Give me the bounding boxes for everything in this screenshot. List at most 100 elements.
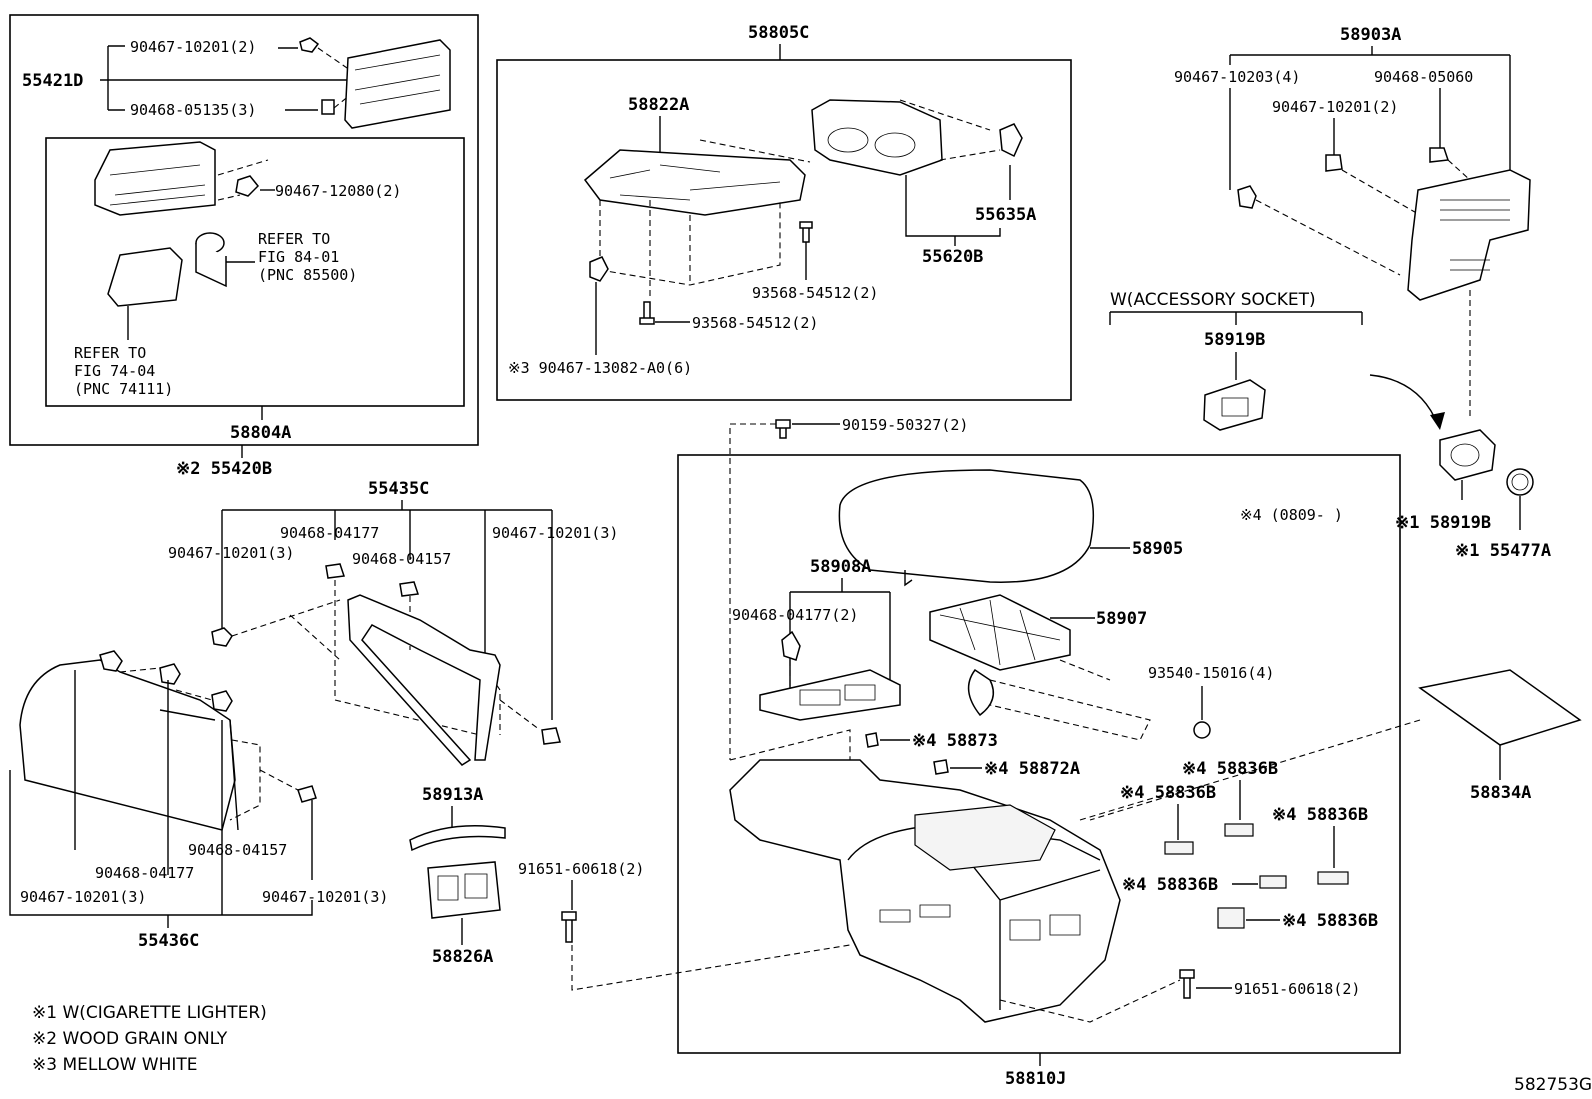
label-90468-04177-b: 90468-04177 [95,864,194,882]
label-93568-54512-b: 93568-54512(2) [692,314,818,332]
cup-holder-55620B [811,99,943,176]
label-refer-fig84-2: FIG 84-01 [258,248,339,266]
label-93540-15016-4: 93540-15016(4) [1148,664,1274,682]
clip-90467-10201-3-b [541,727,561,745]
label-91651-60618-a: 91651-60618(2) [518,860,644,878]
console-body-58810J [729,759,1121,1023]
clip-90467-10201-3-a [211,627,233,647]
label-refer-fig74-3: (PNC 74111) [74,380,173,398]
label-55436C: 55436C [138,931,199,951]
clip-90467-13082 [589,256,609,282]
clip-90467-10203 [1237,185,1257,209]
label-90467-13082: ※3 90467-13082-A0(6) [508,359,692,377]
group-box-58805C [496,59,1072,401]
label-90467-10201-3-d: 90467-10201(3) [262,888,388,906]
pad-58836B-1 [1224,823,1254,837]
side-trim-55435C [347,594,501,766]
clip-90468-04177-2 [781,630,801,661]
note-1: ※1 W(CIGARETTE LIGHTER) [32,1003,267,1023]
label-58908A: 58908A [810,557,871,577]
dash-55421D [317,47,351,109]
note-3: ※3 MELLOW WHITE [32,1055,198,1075]
label-58826A: 58826A [432,947,493,967]
clip-90467-10201-3-c [99,650,123,672]
clip-90467-10201-3-d [297,785,317,803]
panel-55421D [344,39,451,129]
label-55421D: 55421D [22,71,83,91]
bolt-90159-50327 [775,419,791,439]
side-panel-55436C [19,659,236,831]
hinge-58907 [929,594,1071,671]
label-90468-05135-3: 90468-05135(3) [130,101,256,119]
bolt-91651-60618-a [561,911,577,943]
panel-58804A [94,141,216,216]
leader-clips-55421D [278,47,318,111]
label-58834A: 58834A [1470,783,1531,803]
bolt-91651-60618-b [1179,969,1195,999]
group-box-58804A [45,137,465,407]
label-58919B: 58919B [1204,330,1265,350]
label-58836B-2: ※4 58836B [1120,783,1216,803]
label-55620B: 55620B [922,247,983,267]
clip-90467-10201 [299,37,320,53]
label-90468-04177-2: 90468-04177(2) [732,606,858,624]
label-91651-60618-b: 91651-60618(2) [1234,980,1360,998]
clip-90468-04177-a [325,563,346,579]
group-box-55420B [9,14,479,446]
label-58905: 58905 [1132,539,1183,559]
label-refer-fig84-3: (PNC 85500) [258,266,357,284]
screw-93568-54512-b [639,301,655,325]
clip-90468-04177-b [159,663,181,685]
screw-93540-15016 [1193,721,1211,739]
pad-58836B-5 [1217,907,1245,929]
label-58907: 58907 [1096,609,1147,629]
label-90467-10203-4: 90467-10203(4) [1174,68,1300,86]
label-90467-12080-2: 90467-12080(2) [275,182,401,200]
pad-58836B-4 [1259,875,1287,889]
ring-55477A [1506,468,1534,496]
clip-90468-04157-b [211,690,233,712]
clip-90468-05135 [321,99,335,115]
label-58873: ※4 58873 [912,731,998,751]
label-90468-04177: 90468-04177 [280,524,379,542]
trim-58913A [409,824,506,852]
label-note4-date: ※4 (0809- ) [1240,506,1343,524]
label-refer-fig74-1: REFER TO [74,344,146,362]
console-storage-well [914,804,1056,871]
label-58872A: ※4 58872A [984,759,1080,779]
label-58836B-4: ※4 58836B [1122,875,1218,895]
pad-58836B-2 [1164,841,1194,855]
lighter-bezel-58919B [1439,429,1496,481]
label-58822A: 58822A [628,95,689,115]
clip-90468-05060 [1429,147,1450,163]
rear-vent-58903A [1407,169,1531,301]
clip-90467-10201-b [1325,154,1343,172]
shift-panel-58822A [583,149,806,216]
label-58913A: 58913A [422,785,483,805]
socket-58919B [1203,379,1266,431]
mat-58834A [1418,669,1582,746]
clip-90468-04157-a [399,581,420,597]
note-2: ※2 WOOD GRAIN ONLY [32,1029,228,1049]
tray-58908A [759,669,901,721]
label-58919B-1: ※1 58919B [1395,513,1491,533]
label-90467-10201-2-a: 90467-10201(2) [130,38,256,56]
label-55420B: ※2 55420B [176,459,272,479]
label-58903A: 58903A [1340,25,1401,45]
arrow-head [1430,412,1445,430]
label-93568-54512-a: 93568-54512(2) [752,284,878,302]
group-box-58810J [677,454,1401,1054]
label-55635A: 55635A [975,205,1036,225]
label-90467-10201-3-b: 90467-10201(3) [492,524,618,542]
label-90467-10201-3-a: 90467-10201(3) [168,544,294,562]
armrest-lid-58905 [838,469,1095,583]
label-90468-04157: 90468-04157 [352,550,451,568]
arrow-curve [1369,374,1439,426]
screw-93568-54512-a [799,221,813,243]
clip-58872A [933,759,949,775]
label-refer-fig74-2: FIG 74-04 [74,362,155,380]
label-58804A: 58804A [230,423,291,443]
label-90159-50327-2: 90159-50327(2) [842,416,968,434]
label-90467-10201-2-b: 90467-10201(2) [1272,98,1398,116]
